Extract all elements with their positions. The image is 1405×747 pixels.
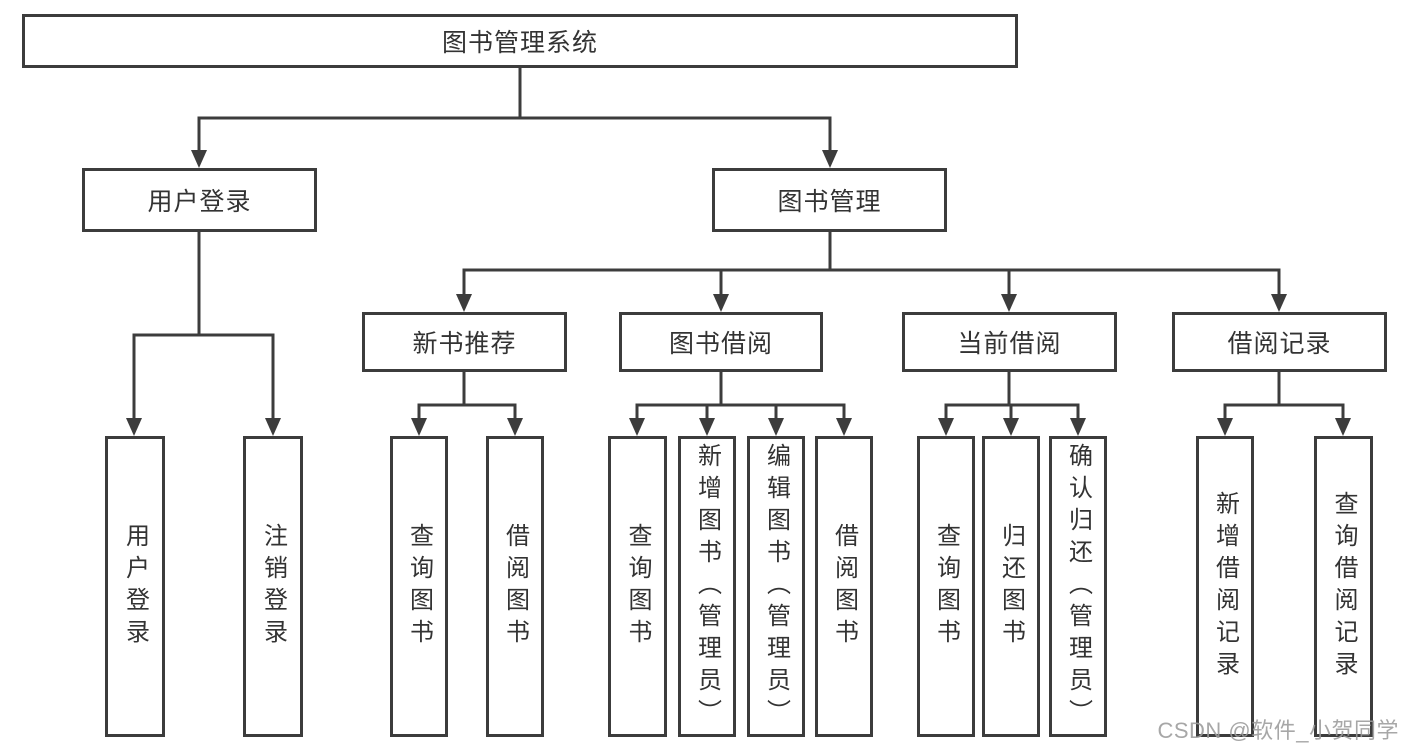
node-leaf-borrow-books-2: 借阅图书 <box>815 436 873 737</box>
node-label: 新增借阅记录 <box>1211 490 1239 683</box>
node-label: 查询图书 <box>405 522 433 651</box>
node-label: 确认归还（管理员） <box>1064 442 1092 731</box>
node-user-login: 用户登录 <box>82 168 317 232</box>
node-leaf-edit-book-admin: 编辑图书（管理员） <box>747 436 805 737</box>
node-leaf-borrow-books-1: 借阅图书 <box>486 436 544 737</box>
node-borrow-records: 借阅记录 <box>1172 312 1387 372</box>
node-label: 查询图书 <box>932 522 960 651</box>
node-leaf-confirm-return-admin: 确认归还（管理员） <box>1049 436 1107 737</box>
node-leaf-add-borrow-record: 新增借阅记录 <box>1196 436 1254 737</box>
node-leaf-return-book: 归还图书 <box>982 436 1040 737</box>
node-leaf-query-books-1: 查询图书 <box>390 436 448 737</box>
node-leaf-logout: 注销登录 <box>243 436 303 737</box>
node-label: 编辑图书（管理员） <box>762 442 790 731</box>
node-leaf-query-books-3: 查询图书 <box>917 436 975 737</box>
node-root-system: 图书管理系统 <box>22 14 1018 68</box>
node-label: 查询借阅记录 <box>1330 490 1357 683</box>
node-label: 新增图书（管理员） <box>693 442 721 731</box>
node-label: 归还图书 <box>997 522 1025 651</box>
csdn-watermark: CSDN @软件_小贺同学 <box>1157 718 1399 743</box>
node-new-book-recommend: 新书推荐 <box>362 312 567 372</box>
node-leaf-user-login: 用户登录 <box>105 436 165 737</box>
node-leaf-query-books-2: 查询图书 <box>608 436 667 737</box>
node-label: 借阅图书 <box>830 522 858 651</box>
node-book-management: 图书管理 <box>712 168 947 232</box>
node-label: 用户登录 <box>121 522 149 651</box>
node-label: 借阅图书 <box>501 522 529 651</box>
node-leaf-add-book-admin: 新增图书（管理员） <box>678 436 736 737</box>
node-label: 注销登录 <box>259 522 287 651</box>
node-current-borrow: 当前借阅 <box>902 312 1117 372</box>
node-book-borrow: 图书借阅 <box>619 312 823 372</box>
node-leaf-query-borrow-record: 查询借阅记录 <box>1314 436 1373 737</box>
node-label: 查询图书 <box>624 522 651 651</box>
